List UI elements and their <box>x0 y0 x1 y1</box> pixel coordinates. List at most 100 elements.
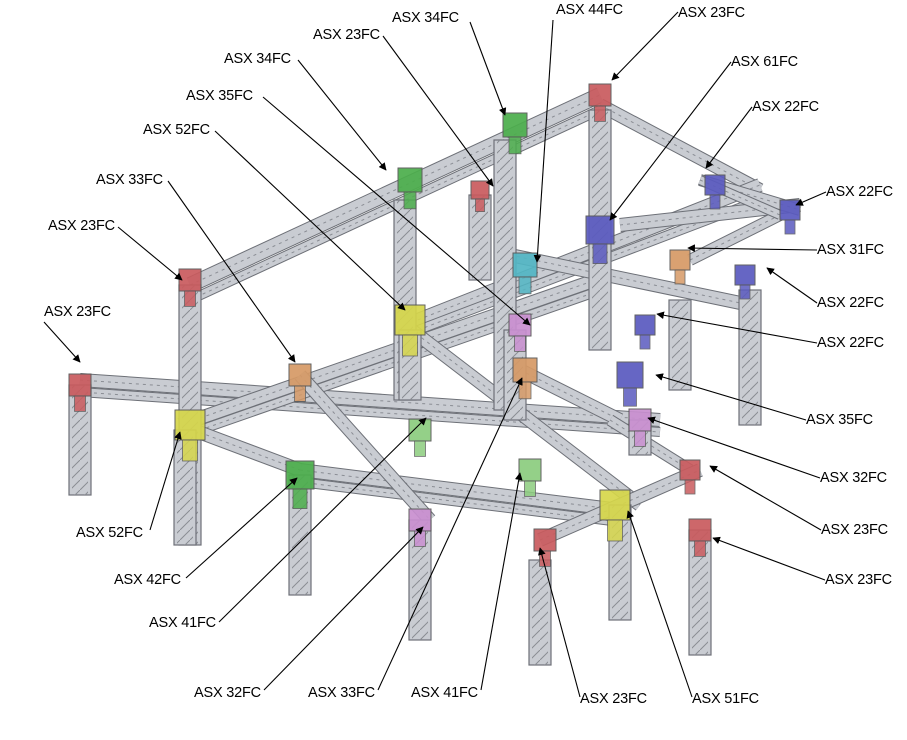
truss-lattice <box>79 391 661 433</box>
connector-leg <box>518 276 532 295</box>
leader-line <box>117 226 183 281</box>
connector-green <box>397 167 423 193</box>
part-label: ASX 33FC <box>308 685 375 701</box>
connector-leg <box>634 430 646 447</box>
leader-line <box>469 21 507 116</box>
part-label: ASX 32FC <box>820 470 887 486</box>
connector-purple <box>585 215 615 245</box>
leader-line <box>382 35 494 187</box>
truss-lattice <box>509 254 751 306</box>
part-label: ASX 23FC <box>821 522 888 538</box>
part-labels: ASX 34FC ASX 44FC ASX 23FC ASX 34FC ASX 23FC… <box>44 2 893 707</box>
part-label: ASX 22FC <box>817 295 884 311</box>
part-label: ASX 22FC <box>817 335 884 351</box>
part-label: ASX 22FC <box>752 99 819 115</box>
connector-leg <box>294 385 306 402</box>
part-label: ASX 31FC <box>817 242 884 258</box>
part-label: ASX 23FC <box>678 5 745 21</box>
leader-line <box>538 547 581 698</box>
connector-light_green <box>518 458 542 482</box>
connector-leg <box>607 519 623 542</box>
connector-cyan <box>512 252 538 278</box>
connector-leg <box>694 540 706 557</box>
truss-post-lattice <box>412 520 428 640</box>
connector-leg <box>402 334 418 357</box>
connector-red <box>533 528 557 552</box>
leader-line <box>705 106 753 169</box>
truss-post-lattice <box>692 530 708 655</box>
connector-leg <box>739 284 751 300</box>
connector-leg <box>475 198 485 213</box>
connector-leg <box>784 219 796 235</box>
connector-light_green <box>408 418 432 442</box>
leader-line <box>43 321 81 363</box>
connector-leg <box>508 136 522 155</box>
connector-green <box>502 112 528 138</box>
connector-violet <box>628 408 652 432</box>
truss-lattice <box>519 369 621 421</box>
connector-leg <box>524 480 536 497</box>
truss-lattice <box>404 184 761 326</box>
connector-yellow <box>174 409 206 441</box>
connector-purple <box>704 174 726 196</box>
leader-line <box>712 536 826 581</box>
leader-line <box>795 191 827 206</box>
connector-leg <box>403 191 417 210</box>
leader-line <box>533 19 554 263</box>
leader-line <box>609 61 732 221</box>
leader-line <box>214 130 406 311</box>
leader-line <box>647 416 821 479</box>
connector-red <box>588 83 612 107</box>
truss-lattice <box>609 419 691 471</box>
connector-leg <box>518 381 532 400</box>
leader-line <box>377 377 523 691</box>
leader-line <box>262 96 531 326</box>
connector-red <box>470 180 490 200</box>
part-label: ASX 35FC <box>186 88 253 104</box>
leader-line <box>263 526 424 691</box>
leader-lines <box>43 11 827 698</box>
connector-red <box>68 373 92 397</box>
leader-line <box>626 510 693 698</box>
leader-line <box>656 311 818 344</box>
truss-lattice <box>619 204 801 226</box>
connector-orange <box>512 357 538 383</box>
part-label: ASX 32FC <box>194 685 261 701</box>
connector-purple <box>779 199 801 221</box>
part-label: ASX 23FC <box>580 691 647 707</box>
connector-red <box>688 518 712 542</box>
connector-violet <box>508 313 532 337</box>
truss-post-lattice <box>532 560 548 665</box>
part-label: ASX 44FC <box>556 2 623 18</box>
connector-leg <box>182 439 198 462</box>
leader-line <box>655 373 807 421</box>
connector-leg <box>684 479 696 495</box>
part-label: ASX 52FC <box>143 122 210 138</box>
connector-leg <box>184 290 196 307</box>
part-label: ASX 51FC <box>692 691 759 707</box>
truss-post-lattice <box>72 385 88 495</box>
part-label: ASX 34FC <box>224 51 291 67</box>
truss-lattice <box>179 274 611 426</box>
connector-leg <box>594 105 606 122</box>
part-label: ASX 41FC <box>149 615 216 631</box>
part-label: ASX 23FC <box>44 304 111 320</box>
connector-orange <box>669 249 691 271</box>
connector-leg <box>639 334 651 350</box>
truss-lattice <box>299 374 431 521</box>
leader-line <box>480 472 523 691</box>
part-label: ASX 34FC <box>392 10 459 26</box>
truss-lattice <box>189 94 601 286</box>
connector-yellow <box>599 489 631 521</box>
part-label: ASX 33FC <box>96 172 163 188</box>
leader-line <box>297 59 387 171</box>
leader-line <box>185 477 298 579</box>
truss-lattice <box>179 286 611 438</box>
connector-orange <box>288 363 312 387</box>
connector-purple <box>734 264 756 286</box>
connector-red <box>679 459 701 481</box>
connector-leg <box>292 488 308 510</box>
leader-line <box>766 267 818 304</box>
part-label: ASX 23FC <box>313 27 380 43</box>
